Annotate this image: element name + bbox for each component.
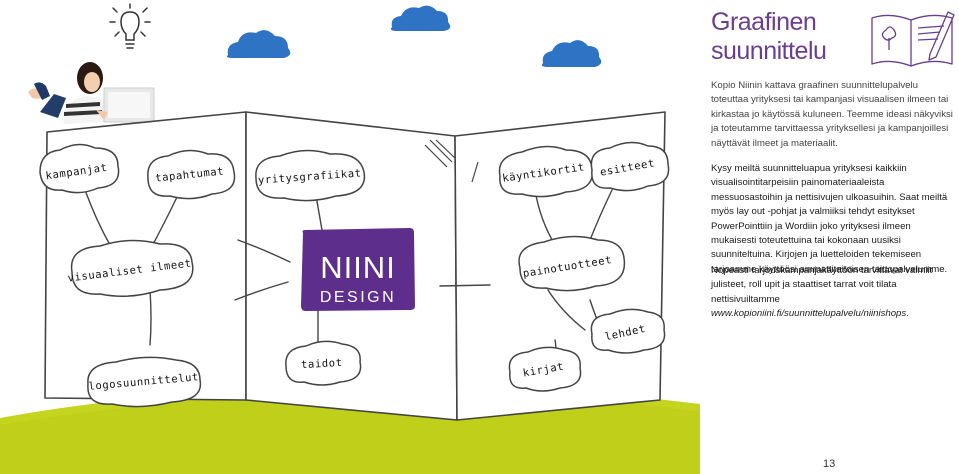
label-taidot: taidot (301, 357, 343, 371)
lightbulb-icon (109, 3, 151, 49)
logo-line2: DESIGN (320, 289, 396, 306)
illustration: kampanjat tapahtumat yritysgrafiikat käy… (0, 3, 700, 474)
body-paragraph-2: Nopeasti tarjouskampanjakäyttöön tarvitt… (711, 264, 956, 322)
bubble-painotuotteet: painotuotteet (518, 235, 626, 292)
page-number: 13 (823, 458, 836, 470)
notebook-icon (871, 11, 955, 67)
title-line2: suunnittelu (711, 37, 827, 65)
bubble-tapahtumat: tapahtumat (147, 149, 236, 200)
bubble-kayntikortit: käyntikortit (498, 145, 594, 198)
body-paragraph-1: Kysy meiltä suunnitteluapua yrityksesi k… (711, 163, 948, 275)
para2-end: . (906, 308, 909, 320)
bubble-kirjat: kirjat (508, 346, 582, 392)
bubble-visuaaliset-ilmeet: visuaaliset ilmeet (67, 239, 194, 297)
bubble-logosuunnittelut: logosuunnittelut (87, 356, 202, 408)
bubble-lehdet: lehdet (590, 308, 666, 354)
logo-line1: NIINI (320, 250, 396, 285)
scribbles (424, 139, 479, 183)
bubble-esitteet: esitteet (590, 141, 670, 192)
cloud-icon (541, 40, 602, 67)
bubble-yritysgrafiikat: yritysgrafiikat (255, 149, 366, 202)
bubble-kampanjat: kampanjat (39, 143, 120, 194)
para2-text: Nopeasti tarjouskampanjakäyttöön tarvitt… (711, 265, 933, 305)
girl-illustration (28, 62, 155, 124)
bubble-taidot: taidot (285, 340, 362, 386)
cloud-icon (390, 5, 451, 31)
intro-paragraph: Kopio Niinin kattava graafinen suunnitte… (711, 80, 953, 149)
niinishops-link[interactable]: www.kopioniini.fi/suunnittelupalvelu/nii… (711, 308, 907, 320)
niini-design-logo: NIINI DESIGN (301, 228, 415, 311)
title-line1: Graafinen (711, 8, 817, 36)
cloud-icon (226, 30, 291, 58)
page-title: Graafinen suunnittelu (711, 8, 881, 66)
